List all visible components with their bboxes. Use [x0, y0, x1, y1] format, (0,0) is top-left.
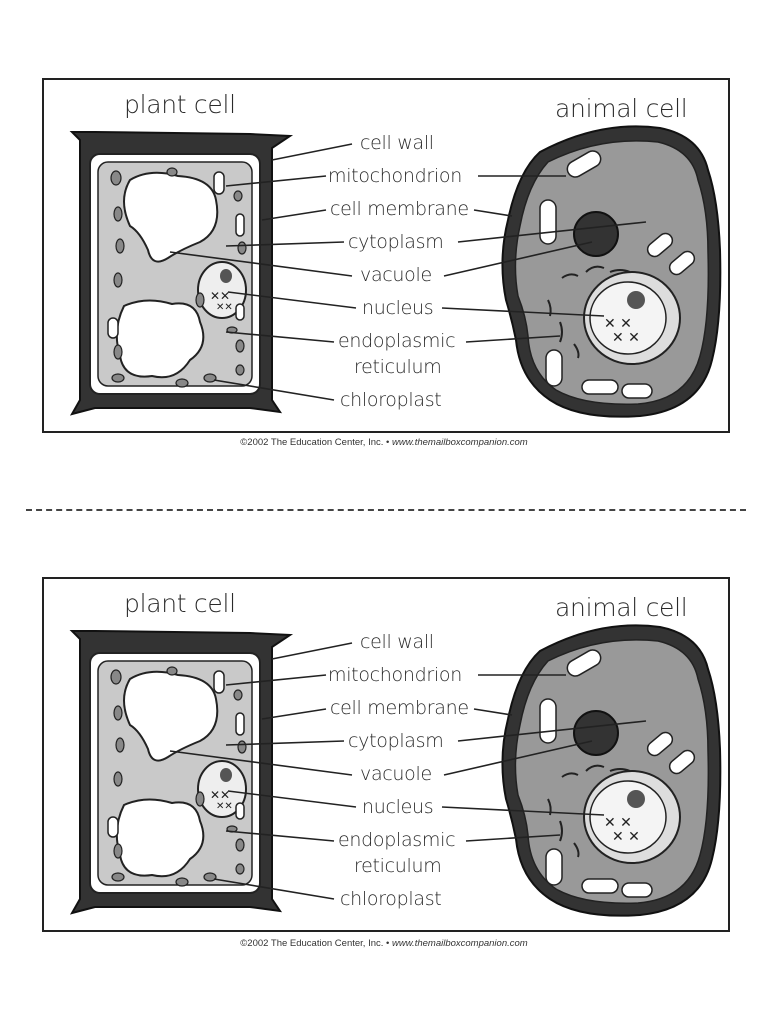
credit-text: ©2002 The Education Center, Inc. • — [240, 938, 392, 949]
svg-text:✕✕: ✕✕ — [210, 289, 230, 303]
credit-url[interactable]: www.themailboxcompanion.com — [392, 437, 528, 448]
svg-text:✕ ✕: ✕ ✕ — [604, 316, 632, 332]
plant-vacuole — [123, 171, 219, 263]
svg-text:✕✕: ✕✕ — [216, 302, 233, 313]
svg-text:✕✕: ✕✕ — [216, 801, 233, 812]
cell-diagram-card: ✕✕ ✕✕ ✕ ✕ ✕ ✕ — [0, 0, 768, 448]
plant-cell-title: plant cell — [124, 589, 236, 618]
label-mitochondrion: mitochondrion — [328, 165, 462, 187]
animal-nucleus — [589, 780, 667, 854]
animal-endoplasmic-reticulum — [547, 265, 631, 359]
cut-line-divider — [26, 509, 746, 511]
label-endoplasmic: endoplasmic — [338, 829, 456, 851]
animal-mitochondria — [539, 649, 696, 898]
cell-diagram-card: ✕✕ ✕✕ ✕ ✕ ✕ ✕ — [0, 499, 768, 949]
plant-chloroplasts — [110, 167, 247, 388]
label-nucleus: nucleus — [362, 796, 434, 818]
plant-cell-title: plant cell — [124, 90, 236, 119]
label-chloroplast: chloroplast — [340, 389, 442, 411]
label-cytoplasm: cytoplasm — [348, 231, 444, 253]
animal-vacuole — [573, 710, 619, 756]
label-vacuole: vacuole — [360, 763, 432, 785]
label-cell-membrane: cell membrane — [330, 198, 469, 220]
label-reticulum: reticulum — [354, 356, 442, 378]
animal-nucleus — [589, 281, 667, 355]
plant-mitochondria — [107, 171, 245, 339]
label-cytoplasm: cytoplasm — [348, 730, 444, 752]
plant-nucleus — [197, 261, 247, 319]
animal-cell-title: animal cell — [555, 94, 688, 123]
leader-lines — [169, 642, 647, 900]
copyright-credit: ©2002 The Education Center, Inc. • www.t… — [0, 437, 768, 448]
plant-chloroplasts — [110, 666, 247, 887]
svg-text:✕ ✕: ✕ ✕ — [604, 815, 632, 831]
diagram-frame — [42, 78, 730, 433]
animal-mitochondria — [539, 150, 696, 399]
plant-vacuole — [123, 670, 219, 762]
cell-illustration: ✕✕ ✕✕ ✕ ✕ ✕ ✕ — [69, 125, 722, 418]
animal-cell-title: animal cell — [555, 593, 688, 622]
animal-vacuole — [573, 211, 619, 257]
credit-text: ©2002 The Education Center, Inc. • — [240, 437, 392, 448]
credit-url[interactable]: www.themailboxcompanion.com — [392, 938, 528, 949]
label-mitochondrion: mitochondrion — [328, 664, 462, 686]
plant-nucleus — [197, 760, 247, 818]
svg-text:✕✕: ✕✕ — [210, 788, 230, 802]
diagram-frame — [42, 577, 730, 932]
label-cell-wall: cell wall — [360, 132, 434, 154]
label-reticulum: reticulum — [354, 855, 442, 877]
label-vacuole: vacuole — [360, 264, 432, 286]
label-chloroplast: chloroplast — [340, 888, 442, 910]
leader-lines — [169, 143, 647, 401]
animal-endoplasmic-reticulum — [547, 764, 631, 858]
cell-illustration: ✕✕ ✕✕ ✕ ✕ ✕ ✕ — [69, 624, 722, 917]
svg-text:✕ ✕: ✕ ✕ — [612, 829, 640, 845]
label-cell-membrane: cell membrane — [330, 697, 469, 719]
label-nucleus: nucleus — [362, 297, 434, 319]
copyright-credit: ©2002 The Education Center, Inc. • www.t… — [0, 938, 768, 949]
label-cell-wall: cell wall — [360, 631, 434, 653]
plant-mitochondria — [107, 670, 245, 838]
svg-text:✕ ✕: ✕ ✕ — [612, 330, 640, 346]
label-endoplasmic: endoplasmic — [338, 330, 456, 352]
